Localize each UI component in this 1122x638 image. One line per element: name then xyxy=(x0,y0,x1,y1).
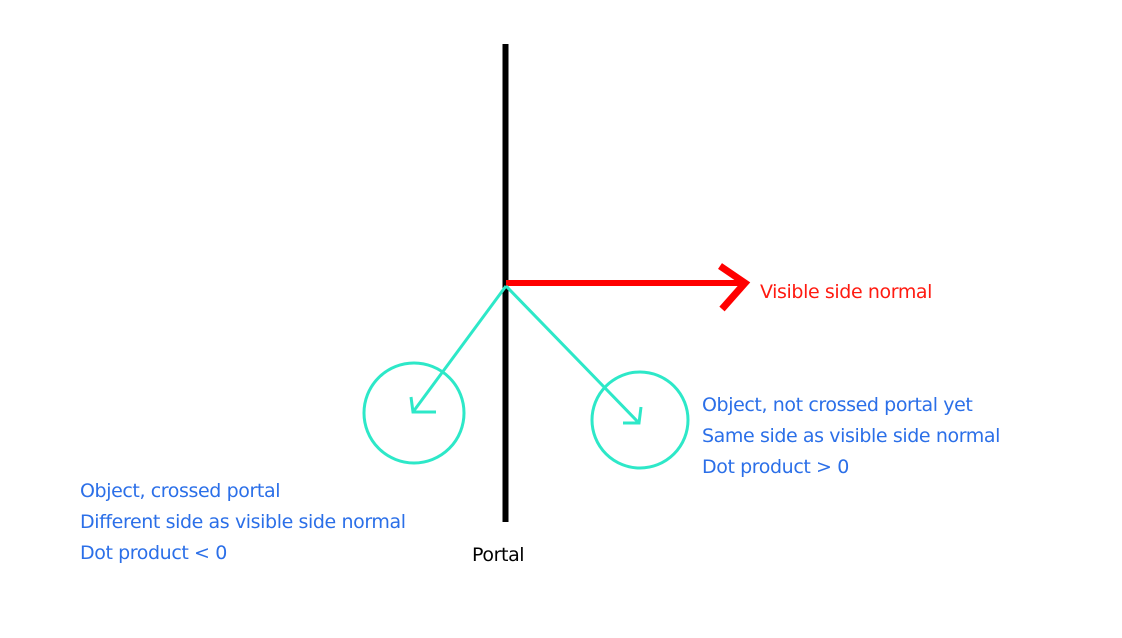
annotation-line: Object, not crossed portal yet xyxy=(702,394,973,416)
object-not-crossed-icon xyxy=(504,284,690,470)
annotation-line: Dot product < 0 xyxy=(80,542,227,564)
object-crossed-icon xyxy=(362,285,508,465)
annotation-line: Same side as visible side normal xyxy=(702,425,1001,447)
annotation-line: Different side as visible side normal xyxy=(80,511,406,533)
normal-label: Visible side normal xyxy=(760,281,933,303)
annotation-line: Dot product > 0 xyxy=(702,456,849,478)
normal-arrow-icon xyxy=(506,263,751,312)
annotation-line: Object, crossed portal xyxy=(80,480,281,502)
portal-label: Portal xyxy=(472,544,525,566)
